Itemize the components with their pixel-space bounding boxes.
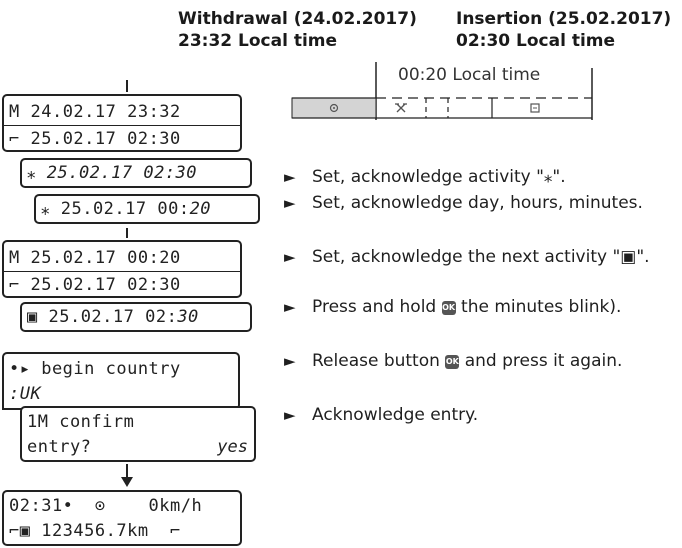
pointer-arrow-icon: ► xyxy=(284,168,296,186)
display-confirm-entry[interactable]: 1M confirm entry? yes xyxy=(20,406,256,462)
activity-datetime: 25.02.17 02: xyxy=(37,307,178,327)
entry-question: entry? xyxy=(27,437,92,457)
activity-datetime: 25.02.17 00: xyxy=(50,199,190,219)
manual-symbol: M xyxy=(9,248,20,268)
pointer-arrow-icon: ► xyxy=(284,194,296,212)
instruction-step: ► Release button OK and press it again. xyxy=(284,351,623,371)
availability-box-icon xyxy=(530,103,540,113)
instruction-step: ► Set, acknowledge the next activity "▣"… xyxy=(284,247,650,267)
timeline-label: 00:20 Local time xyxy=(398,65,541,85)
confirm-label: 1M confirm xyxy=(27,412,135,432)
insertion-datetime: 25.02.17 02:30 xyxy=(19,275,181,295)
ok-button-icon: OK xyxy=(441,301,456,315)
confirm-yes-option[interactable]: yes xyxy=(217,437,248,457)
work-hammers-icon xyxy=(395,103,407,113)
instruction-step: ► Set, acknowledge activity "⁎". xyxy=(284,167,566,187)
display-standard: 02:31• ⊙ 0km/h ⌐▣ 123456.7km ⌐ xyxy=(2,490,242,546)
display-set-time[interactable]: ⁎ 25.02.17 00:20 xyxy=(34,194,260,224)
withdrawal-heading: Withdrawal (24.02.2017) 23:32 Local time xyxy=(178,8,417,52)
activity-timeline xyxy=(291,62,593,120)
pointer-arrow-icon: ► xyxy=(284,248,296,266)
activity-datetime: 25.02.17 02:30 xyxy=(36,163,198,183)
display-begin-country[interactable]: •▸ begin country :UK xyxy=(2,352,240,410)
connector-tick xyxy=(126,80,128,92)
rest-bed-icon xyxy=(329,103,339,113)
availability-symbol: ▣ xyxy=(27,307,38,327)
instruction-step: ► Set, acknowledge day, hours, minutes. xyxy=(284,193,643,213)
insertion-symbol: ⌐ xyxy=(9,129,20,149)
display-summary: M 25.02.17 00:20 ⌐ 25.02.17 02:30 xyxy=(2,240,242,298)
country-code: :UK xyxy=(9,384,42,404)
pointer-arrow-icon: ► xyxy=(284,406,296,424)
display-next-activity[interactable]: ▣ 25.02.17 02:30 xyxy=(20,302,252,332)
pointer-arrow-icon: ► xyxy=(284,298,296,316)
insertion-heading: Insertion (25.02.2017) 02:30 Local time xyxy=(456,8,671,52)
arrow-down-icon xyxy=(121,464,133,487)
display-set-activity[interactable]: ⁎ 25.02.17 02:30 xyxy=(20,158,252,188)
connector-tick xyxy=(126,228,128,238)
blinking-minutes: 20 xyxy=(189,199,212,219)
work-symbol: ⁎ xyxy=(41,199,50,219)
insertion-time: 02:30 Local time xyxy=(456,31,616,51)
withdrawal-date: Withdrawal (24.02.2017) xyxy=(178,9,417,29)
withdrawal-time: 23:32 Local time xyxy=(178,31,338,51)
standard-status-line: 02:31• ⊙ 0km/h xyxy=(9,496,203,516)
withdrawal-symbol: M xyxy=(9,102,20,122)
work-symbol: ⁎ xyxy=(27,163,36,183)
insertion-date: Insertion (25.02.2017) xyxy=(456,9,672,29)
insertion-symbol: ⌐ xyxy=(9,275,20,295)
insertion-datetime: 25.02.17 02:30 xyxy=(19,129,181,149)
display-withdrawal-insertion: M 24.02.17 23:32 ⌐ 25.02.17 02:30 xyxy=(2,94,242,152)
begin-country-label: •▸ begin country xyxy=(9,359,181,379)
instruction-step: ► Acknowledge entry. xyxy=(284,405,479,425)
withdrawal-datetime: 24.02.17 23:32 xyxy=(19,102,181,122)
pointer-arrow-icon: ► xyxy=(284,352,296,370)
standard-odometer-line: ⌐▣ 123456.7km ⌐ xyxy=(9,521,181,541)
ok-button-icon: OK xyxy=(445,355,460,369)
entry-datetime: 25.02.17 00:20 xyxy=(19,248,181,268)
instruction-step: ► Press and hold OK the minutes blink). xyxy=(284,297,622,317)
blinking-minutes: 30 xyxy=(177,307,199,327)
